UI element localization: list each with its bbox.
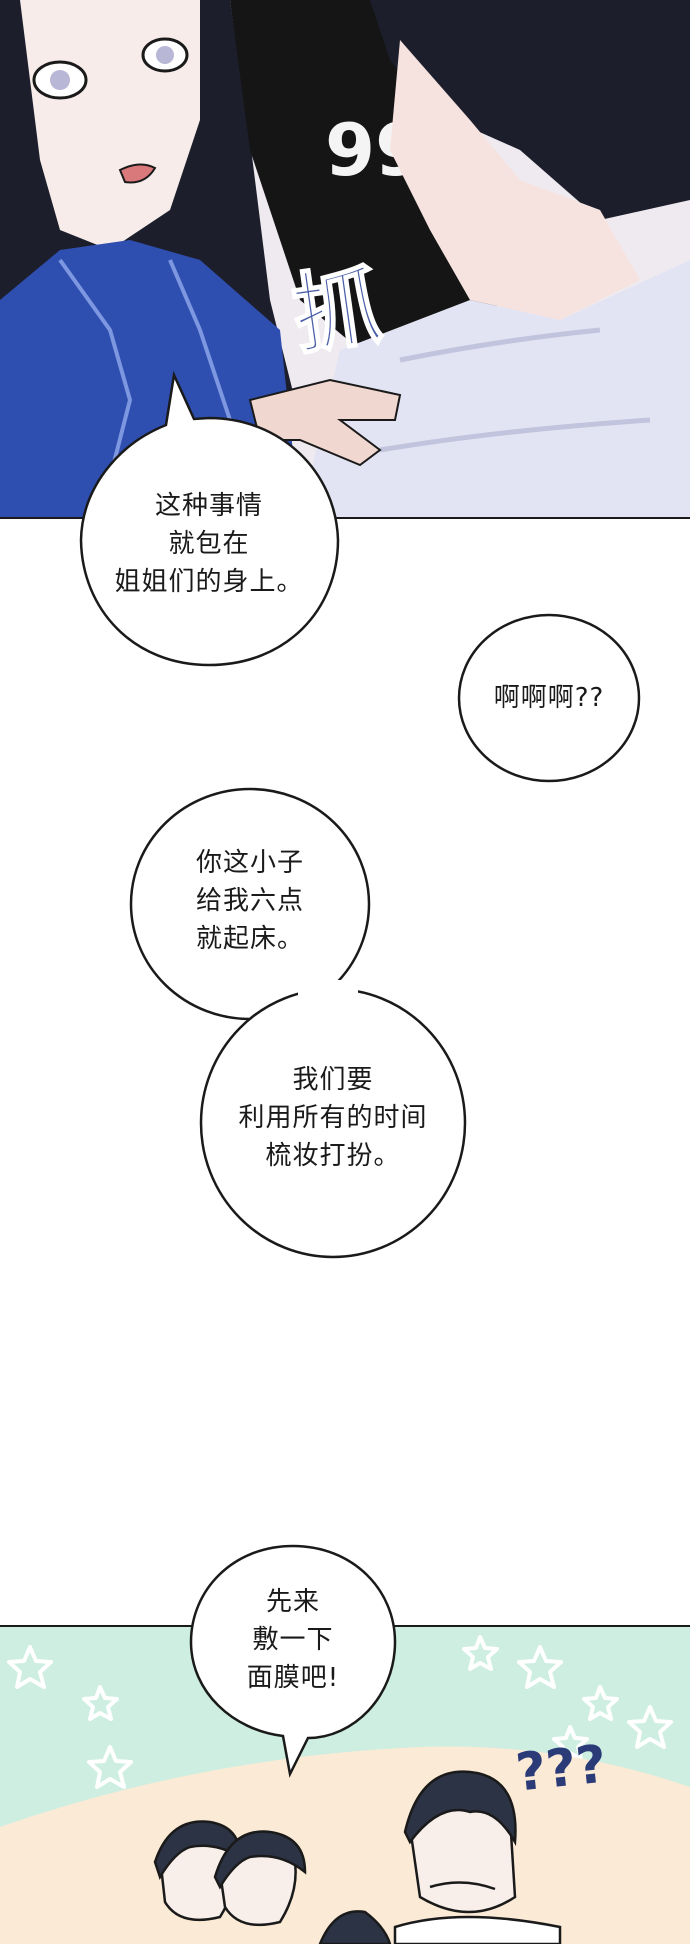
sfx-question-marks: ??? (513, 1734, 609, 1803)
sfx-grab-text: 抓 (284, 234, 389, 372)
bubble-connector (298, 980, 358, 1028)
bubble-4-line-2: 利用所有的时间 (238, 1099, 427, 1137)
bubble-5-line-1: 先来 (247, 1583, 339, 1621)
bubble-2-line-1: 啊啊啊?? (494, 679, 605, 717)
bubble-1-line-1: 这种事情 (114, 487, 303, 525)
bubble-5-line-2: 敷一下 (247, 1621, 339, 1659)
speech-bubble-5: 先来 敷一下 面膜吧! (188, 1542, 398, 1742)
bubble-4-line-1: 我们要 (238, 1061, 427, 1099)
speech-bubble-1: 这种事情 就包在 姐姐们的身上。 (76, 410, 342, 672)
bubble-5-line-3: 面膜吧! (247, 1659, 339, 1697)
bubble-3-line-1: 你这小子 (196, 844, 304, 882)
bubble-1-line-3: 姐姐们的身上。 (114, 563, 303, 601)
bubble-3-line-2: 给我六点 (196, 882, 304, 920)
bubble-4-line-3: 梳妆打扮。 (238, 1137, 427, 1175)
speech-bubble-2: 啊啊啊?? (456, 612, 642, 784)
bubble-3-line-3: 就起床。 (196, 920, 304, 958)
bubble-1-line-2: 就包在 (114, 525, 303, 563)
